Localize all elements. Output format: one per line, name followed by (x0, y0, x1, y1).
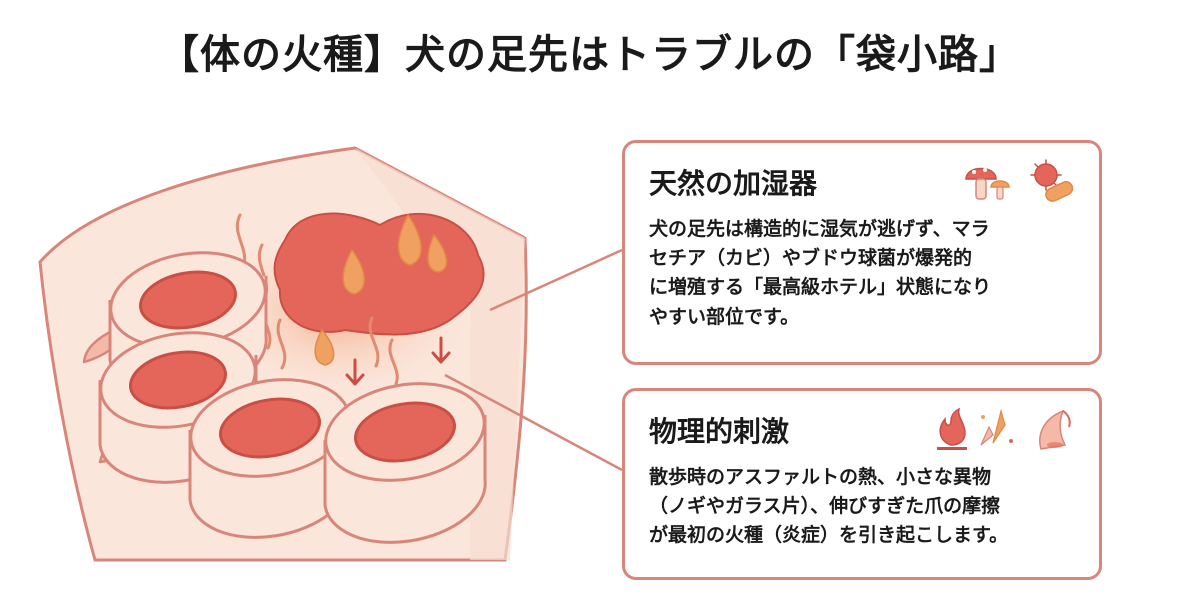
info-card-physical: 物理的刺激 散歩時のアスファルトの熱、小さな異物 （ノギやガラス片）、伸びすぎた… (622, 388, 1102, 580)
page-title: 【体の火種】犬の足先はトラブルの「袋小路」 (159, 32, 1020, 78)
toe-pads (98, 251, 487, 544)
glass-shard-icon (980, 408, 1013, 446)
card-body: 犬の足先は構造的に湿気が逃げず、マラ セチア（カビ）やブドウ球菌が爆発的 に増殖… (649, 217, 992, 328)
mushroom-icon (965, 167, 1010, 200)
flame-icon (937, 407, 967, 450)
card-icons (965, 159, 1074, 202)
bacteria-icon (1030, 159, 1074, 202)
connector-line-1 (489, 248, 623, 312)
info-card-humidifier: 天然の加湿器 犬の足先は構造的に湿気が逃げず、マラ セチア（カビ）やブドウ球菌が… (622, 140, 1102, 365)
connector-line-2 (444, 373, 623, 472)
claw-icon (1039, 409, 1071, 450)
moisture-puddle (273, 212, 485, 336)
card-title: 物理的刺激 (649, 415, 790, 448)
card-body: 散歩時のアスファルトの熱、小さな異物 （ノギやガラス片）、伸びすぎた爪の摩擦 が… (649, 465, 1009, 547)
card-icons (937, 407, 1071, 450)
water-drop-icon (314, 213, 448, 366)
card-title: 天然の加湿器 (649, 167, 818, 200)
